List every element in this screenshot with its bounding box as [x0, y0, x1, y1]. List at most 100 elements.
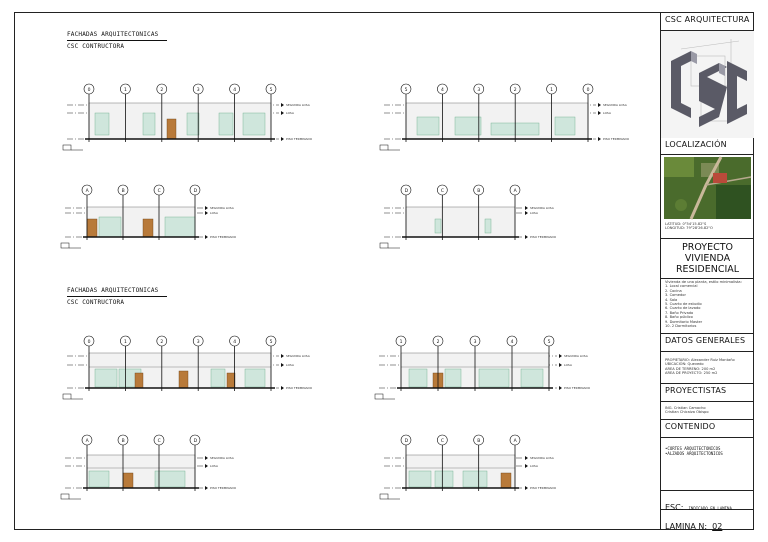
axis-label: B: [477, 188, 480, 194]
door: [226, 372, 236, 389]
axis-bubble: [83, 83, 95, 95]
project-title: PROYECTO VIVIENDA RESIDENCIAL: [675, 242, 740, 275]
level-label: PISO TERMINADO: [210, 486, 237, 490]
window: [454, 116, 482, 136]
door: [86, 218, 98, 238]
logo-cell: [661, 31, 754, 138]
window: [444, 368, 462, 388]
level-marker: [281, 354, 284, 358]
level-marker: [205, 211, 208, 215]
window: [478, 368, 510, 388]
axis-label: A: [86, 188, 90, 194]
axis-label: D: [405, 188, 409, 194]
axis-label: 4: [511, 339, 514, 345]
axis-label: 1: [124, 339, 127, 345]
window: [408, 470, 432, 488]
view-tag: [379, 144, 389, 151]
window: [88, 470, 110, 488]
level-marker: [525, 456, 528, 460]
door: [178, 370, 189, 389]
axis-label: A: [86, 438, 90, 444]
axis-bubble: [117, 434, 129, 446]
level-label: PISO TERMINADO: [530, 486, 557, 490]
level-label: LOSA: [210, 211, 219, 215]
axis-bubble: [229, 83, 240, 95]
axis-label: 5: [548, 339, 551, 345]
level-label: SEGUNDA LOSA: [210, 206, 235, 210]
designer-name: Cristian Chicaiza Obispo: [665, 410, 709, 415]
axis-bubble: [395, 335, 407, 347]
latitude: LATITUD: 0°54'15.82"S: [665, 222, 707, 226]
window: [462, 470, 488, 488]
axis-bubble: [400, 184, 412, 196]
level-marker: [281, 363, 284, 367]
door: [122, 472, 134, 489]
axis-label: B: [477, 438, 480, 444]
level-marker: [525, 235, 528, 239]
level-label: SEGUNDA LOSA: [564, 354, 589, 358]
level-label: PISO TERMINADO: [530, 235, 557, 239]
axis-bubble: [509, 184, 521, 196]
axis-label: 3: [477, 87, 480, 93]
section-title-upper: FACHADAS ARQUITECTONICAS: [67, 31, 159, 38]
axis-bubble: [156, 335, 168, 347]
window: [434, 218, 442, 234]
designers-list: ING. Cristian Camacho Cristian Chicaiza …: [661, 402, 754, 416]
content-item: •ALZADOS ARQUITECTONICOS: [665, 451, 723, 456]
longitude: LONGITUD: 79°28'26.82"O: [665, 226, 713, 231]
axis-label: 5: [270, 87, 273, 93]
program-item: 8. Baño público: [665, 315, 693, 320]
company-name: CSC ARQUITECTURA: [665, 15, 750, 24]
axis-bubble: [437, 184, 448, 196]
axis-label: C: [441, 438, 444, 444]
facade-wall: [405, 206, 516, 238]
axis-bubble: [81, 184, 93, 196]
window: [554, 116, 576, 136]
title-underline: [67, 40, 167, 41]
window: [218, 112, 234, 136]
level-marker: [205, 486, 208, 490]
axis-label: 1: [124, 87, 127, 93]
level-label: LOSA: [530, 211, 539, 215]
axis-bubble: [265, 335, 277, 347]
axis-bubble: [192, 335, 204, 347]
location-header: LOCALIZACIÓN: [665, 140, 727, 149]
axis-label: 3: [197, 87, 200, 93]
axis-label: 2: [160, 339, 163, 345]
axis-label: B: [122, 188, 125, 194]
axis-label: C: [158, 188, 161, 194]
axis-bubble: [543, 335, 555, 347]
window: [94, 112, 110, 136]
axis-bubble: [265, 83, 277, 95]
land-area-line: AREA DE TERRENO: 200 m2: [665, 366, 716, 371]
sheet-number-cell: LAMINA N: 02: [661, 510, 754, 531]
program-item: 6. Cuarto de lavado: [665, 306, 701, 311]
level-label: SEGUNDA LOSA: [603, 103, 628, 107]
designer-name: ING. Cristian Camacho: [665, 406, 706, 410]
level-label: LOSA: [564, 363, 573, 367]
level-label: LOSA: [603, 111, 612, 115]
axis-bubble: [437, 83, 448, 95]
axis-bubble: [400, 83, 412, 95]
level-label: LOSA: [286, 363, 295, 367]
door: [500, 472, 512, 489]
content-item: •CORTES ARQUITECTONICOS: [665, 446, 721, 451]
view-tag: [60, 242, 70, 249]
level-label: SEGUNDA LOSA: [286, 103, 311, 107]
axis-bubble: [469, 335, 481, 347]
owner-line: PROPIETARIO: Alexander Ruiz Montaño: [665, 358, 735, 362]
level-marker: [525, 211, 528, 215]
axis-label: A: [514, 438, 518, 444]
level-marker: [598, 111, 601, 115]
axis-bubble: [81, 434, 93, 446]
axis-bubble: [120, 335, 131, 347]
level-marker: [525, 486, 528, 490]
level-label: PISO TERMINADO: [286, 386, 313, 390]
drawing-area: FACHADAS ARQUITECTONICAS CSC CONTRUCTORA…: [15, 13, 660, 529]
level-label: SEGUNDA LOSA: [210, 456, 235, 460]
window: [154, 470, 186, 488]
axis-label: 0: [88, 339, 91, 345]
